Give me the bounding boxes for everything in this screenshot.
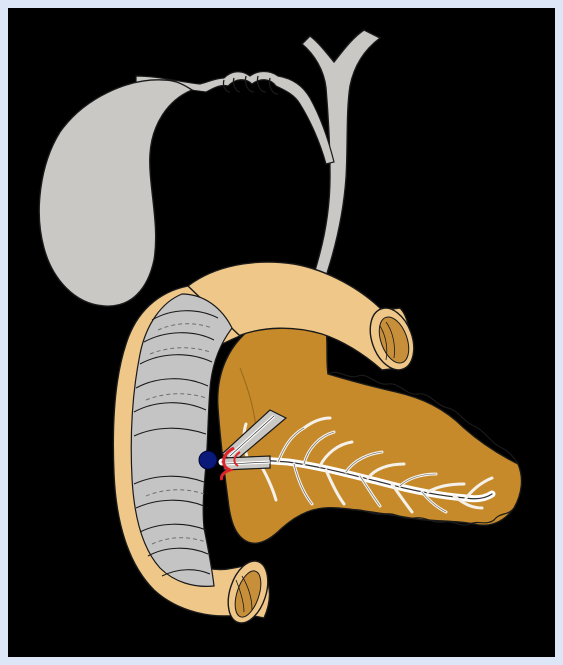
duodenal-mucosa (131, 294, 232, 586)
anatomy-illustration (8, 8, 555, 657)
gallbladder (39, 80, 192, 306)
dot-icon (199, 451, 217, 469)
diagram-canvas (8, 8, 555, 657)
